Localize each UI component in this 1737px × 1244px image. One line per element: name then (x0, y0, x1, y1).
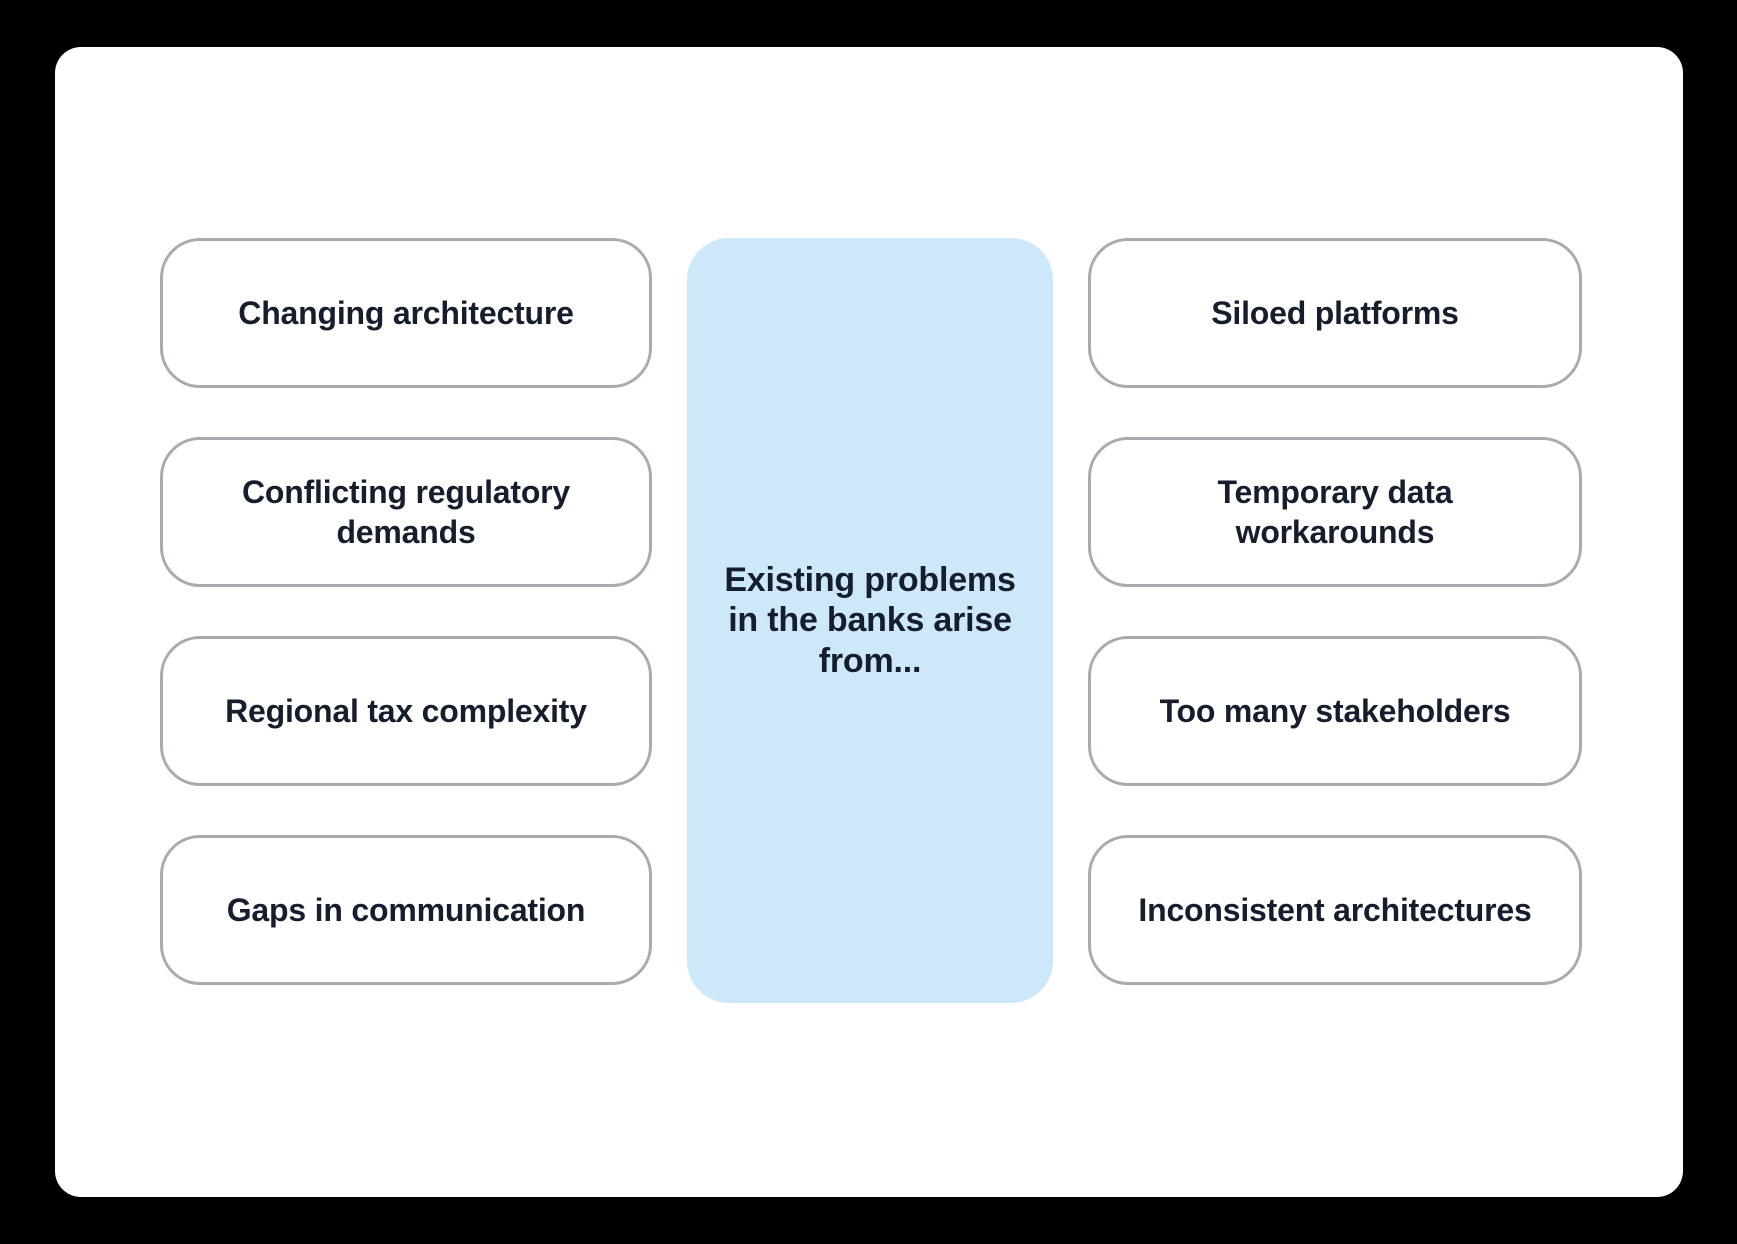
node-label: Siloed platforms (1211, 294, 1459, 331)
node-siloed-platforms[interactable]: Siloed platforms (1088, 238, 1582, 388)
node-label: Regional tax complexity (225, 692, 587, 729)
node-inconsistent-architectures[interactable]: Inconsistent architectures (1088, 835, 1582, 985)
node-label: Gaps in communication (226, 891, 586, 928)
node-temporary-data-workarounds[interactable]: Temporary data workarounds (1088, 437, 1582, 587)
node-conflicting-regulatory-demands[interactable]: Conflicting regulatory demands (160, 437, 652, 587)
problems-mind-map: Changing architecture Conflicting regula… (55, 47, 1683, 1197)
node-label: Temporary data workarounds (1217, 473, 1453, 550)
node-label: Inconsistent architectures (1138, 891, 1532, 928)
node-label: Too many stakeholders (1159, 692, 1511, 729)
node-gaps-in-communication[interactable]: Gaps in communication (160, 835, 652, 985)
node-label: Changing architecture (238, 294, 574, 331)
center-topic-panel[interactable]: Existing problems in the banks arise fro… (687, 238, 1053, 1003)
node-too-many-stakeholders[interactable]: Too many stakeholders (1088, 636, 1582, 786)
right-node-column: Siloed platforms Temporary data workarou… (1088, 238, 1582, 985)
diagram-card: Changing architecture Conflicting regula… (55, 47, 1683, 1197)
left-node-column: Changing architecture Conflicting regula… (160, 238, 652, 985)
node-regional-tax-complexity[interactable]: Regional tax complexity (160, 636, 652, 786)
center-topic-label: Existing problems in the banks arise fro… (724, 561, 1016, 680)
node-changing-architecture[interactable]: Changing architecture (160, 238, 652, 388)
node-label: Conflicting regulatory demands (241, 473, 571, 550)
